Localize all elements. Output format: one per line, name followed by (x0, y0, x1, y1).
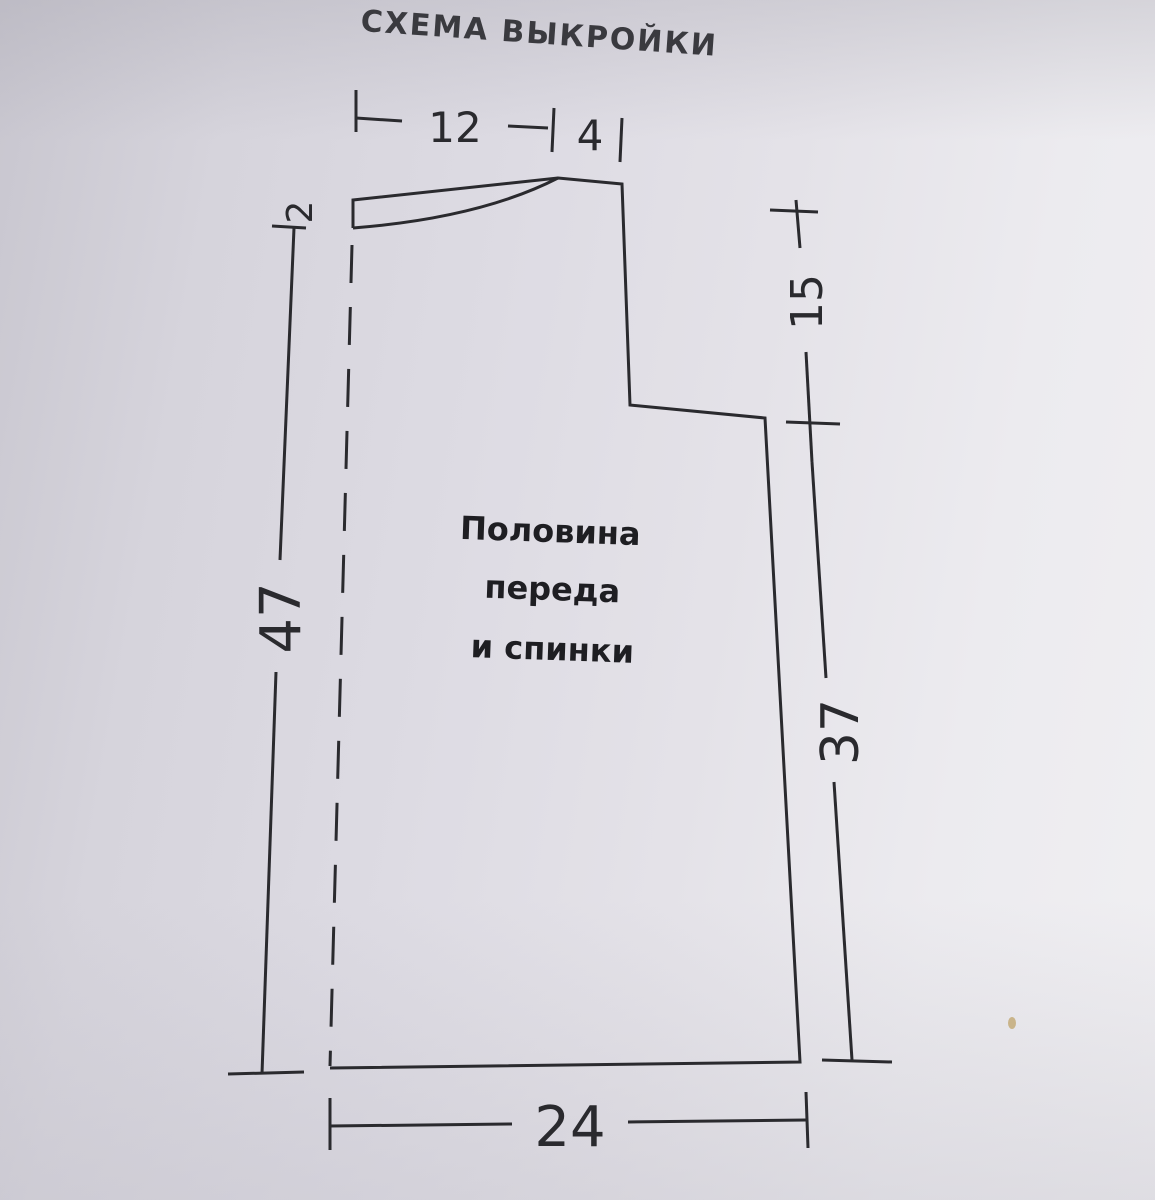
dim-total-height: 47 (249, 582, 314, 653)
neckline-curve (352, 176, 559, 230)
top-dim-line-left (355, 116, 403, 123)
dim-neck-depth: 2 (280, 201, 321, 224)
right-dim-tick-mid (785, 420, 841, 426)
bottom-dim-tick-right (804, 1091, 810, 1149)
dim-bottom-width: 24 (534, 1095, 605, 1160)
left-dim-line-lower (260, 671, 278, 1075)
bottom-dim-line-right (627, 1118, 807, 1124)
paper-speck (1008, 1017, 1016, 1029)
pattern-outline (329, 176, 802, 1070)
dim-side-height: 37 (811, 699, 871, 765)
dim-armhole-depth: 15 (782, 274, 833, 330)
right-dim-tick-top (769, 208, 819, 214)
right-dim-line-low2 (832, 781, 854, 1061)
dim-neck-width: 12 (428, 103, 481, 152)
left-dim-tick-top (271, 224, 307, 230)
left-dim-line-upper (278, 227, 296, 561)
dim-shoulder-width: 4 (577, 111, 604, 160)
right-dim-line-mid (804, 351, 814, 463)
top-dim-tick-mid (550, 107, 556, 153)
right-dim-line-low1 (810, 461, 828, 679)
left-dim-tick-bottom (227, 1070, 305, 1076)
pattern-label-line-2: переда (484, 568, 621, 611)
top-dim-tick-right (618, 117, 624, 163)
right-dim-line-top (794, 199, 802, 249)
pattern-label-line-3: и спинки (470, 627, 635, 671)
pattern-label-line-1: Половина (459, 509, 641, 553)
top-dim-line-mid (507, 124, 549, 130)
bottom-dim-line-left (329, 1122, 513, 1128)
right-dim-tick-bottom (821, 1058, 893, 1064)
center-fold-line (328, 244, 354, 1067)
